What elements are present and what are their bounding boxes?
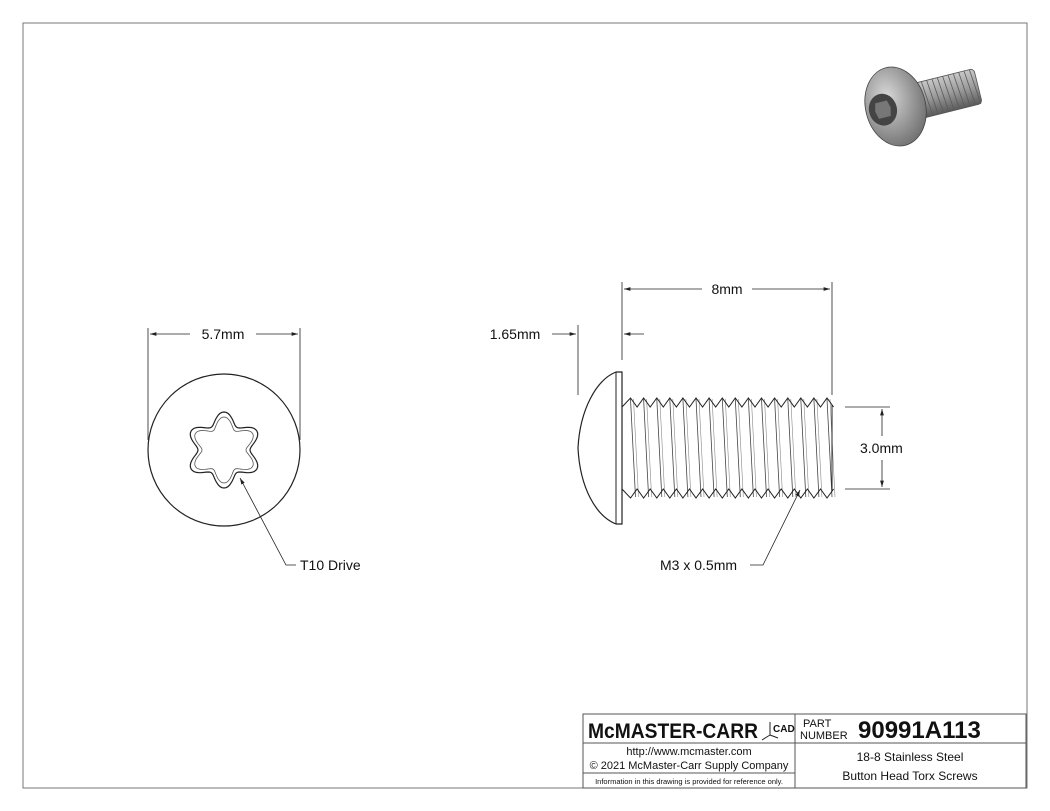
dim-head-height [552, 325, 644, 395]
dim-thread-diameter [845, 406, 890, 490]
iso-thread-line [963, 70, 976, 106]
logo: McMASTER-CARR [588, 720, 758, 743]
callout-thread: M3 x 0.5mm [660, 557, 737, 573]
thread-crest-shade [646, 398, 652, 498]
thread-crest-shade [711, 398, 718, 498]
thread-crest-shade [698, 398, 705, 498]
thread-crest [656, 398, 663, 498]
dim-label-head-height: 1.65mm [490, 326, 541, 342]
part-number: 90991A113 [858, 717, 981, 744]
description-line-1: 18-8 Stainless Steel [857, 750, 964, 764]
iso-thread-line [920, 81, 934, 116]
cad-icon [761, 722, 779, 741]
disclaimer: Information in this drawing is provided … [595, 777, 783, 786]
dim-head-diameter [147, 328, 301, 440]
leader-drive [239, 477, 296, 566]
thread-crest [734, 398, 741, 498]
thread-crest-shade [790, 398, 797, 498]
thread-crest [787, 398, 794, 498]
thread-crest-shade [751, 398, 757, 498]
callout-drive: T10 Drive [300, 557, 361, 573]
thread-crest-shade [816, 398, 823, 498]
thread-crest [748, 398, 754, 498]
iso-thread-line [968, 69, 982, 104]
thread-bottom-profile [621, 488, 835, 499]
leader-thread [750, 489, 801, 566]
thread-crest-shade [685, 398, 692, 498]
thread-crest [708, 398, 715, 498]
thread-crest-shade [764, 398, 770, 498]
iso-thread-line [942, 76, 955, 111]
iso-thread-line [947, 74, 960, 110]
url: http://www.mcmaster.com [626, 746, 751, 758]
iso-thread-line [952, 73, 966, 108]
thread-crest-shade [659, 398, 666, 498]
description-line-2: Button Head Torx Screws [842, 769, 977, 783]
thread-crest [721, 398, 728, 498]
thread-crest [682, 398, 689, 498]
torx-recess-inner [194, 416, 254, 484]
thread-crest-shade [725, 398, 731, 498]
thread-crest [813, 398, 820, 498]
thread-top-profile [621, 397, 835, 408]
thread-crest [643, 398, 649, 498]
sheet-border [22, 22, 1028, 789]
thread-crest [800, 398, 807, 498]
thread-crest [695, 398, 702, 498]
iso-thread-line [931, 78, 944, 114]
part-label-2: NUMBER [800, 730, 848, 742]
part-label-1: PART [803, 718, 832, 730]
iso-thread-line [936, 77, 950, 112]
dim-label-head-diameter: 5.7mm [202, 326, 245, 342]
thread-crest-shade [738, 398, 744, 498]
thread-crest [761, 398, 767, 498]
torx-recess [189, 411, 259, 489]
dim-label-thread-diameter: 3.0mm [860, 440, 903, 456]
thread-crest [669, 398, 676, 498]
copyright: © 2021 McMaster-Carr Supply Company [590, 760, 789, 772]
iso-thread-line [926, 80, 939, 115]
dim-length [621, 282, 833, 395]
threads [621, 397, 836, 499]
title-block [582, 713, 1027, 789]
isometric-render [864, 66, 982, 147]
side-view [577, 371, 836, 525]
thread-crest [774, 398, 780, 498]
thread-crest [630, 398, 636, 498]
thread-crest-shade [672, 398, 679, 498]
cad-mark: CAD [773, 724, 795, 735]
thread-crest-shade [777, 398, 783, 498]
thread-crest [826, 398, 833, 498]
dim-label-length: 8mm [711, 281, 742, 297]
thread-crest-shade [633, 398, 639, 498]
front-view [147, 373, 301, 527]
thread-crest-shade [803, 398, 810, 498]
iso-thread-line [958, 72, 971, 107]
